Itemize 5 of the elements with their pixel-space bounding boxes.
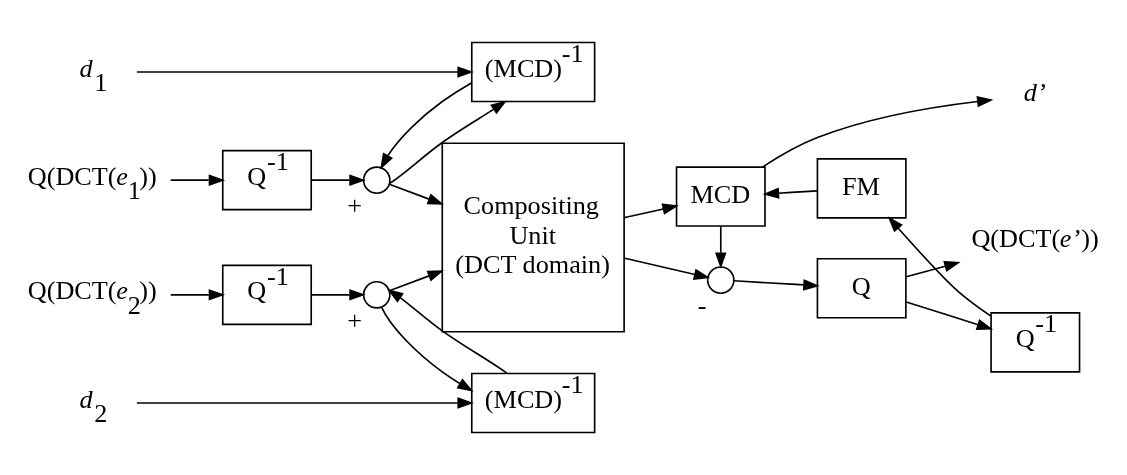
- node-label: +: [347, 305, 363, 335]
- node-text: Q(DCT(e’)): [971, 224, 1099, 253]
- node-label: +: [347, 191, 363, 221]
- node-text: d’: [1023, 78, 1046, 108]
- node-label: -: [697, 291, 707, 321]
